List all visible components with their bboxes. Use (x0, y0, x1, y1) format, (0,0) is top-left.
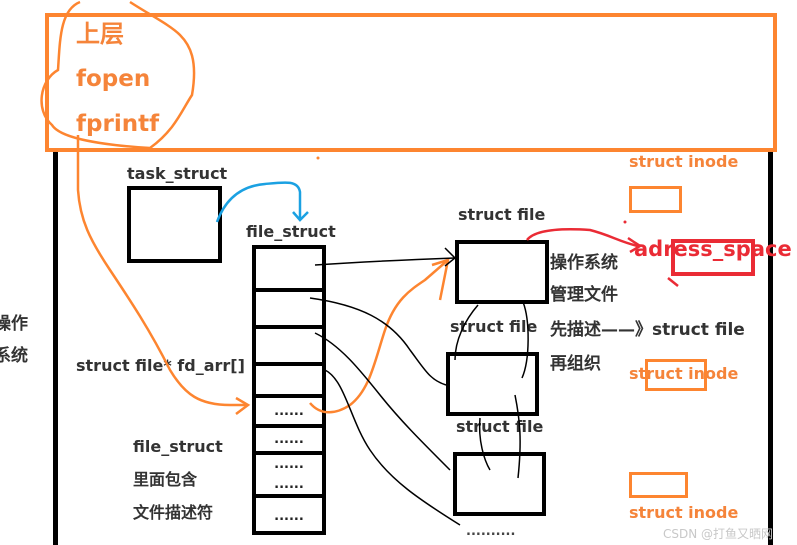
fd-cell-3 (256, 366, 322, 398)
file-link-4-stroke (514, 394, 521, 479)
fd-cell-0 (256, 249, 322, 292)
kernel-left-border (53, 152, 58, 545)
fd-cell-5-dots: ...... (274, 432, 304, 447)
orange-dot (316, 156, 320, 160)
red-dot (623, 220, 627, 224)
fd-cell-6-dots-b: ...... (274, 476, 304, 492)
blue-arrow-stroke (215, 181, 302, 223)
struct-file-box-3 (453, 452, 546, 516)
fprintf-label: fprintf (76, 111, 160, 137)
inode-label-2: struct inode (629, 364, 739, 383)
struct-file-box-2 (446, 352, 539, 416)
pointer-fd0-stroke (314, 257, 456, 266)
file-link-2-stroke (521, 301, 529, 379)
file-struct-note-1: file_struct (133, 437, 223, 456)
task-struct-label: task_struct (127, 164, 228, 183)
blue-arrowhead (292, 211, 309, 222)
fd-cell-6: ...... ...... (256, 455, 322, 498)
inode-box-2 (645, 359, 707, 391)
red-arrowhead (627, 236, 643, 254)
file-link-3-stroke (478, 417, 491, 471)
struct-file-label-3: struct file (456, 417, 544, 436)
os-side-label-1: 操作 (0, 314, 28, 334)
red-arrow-stroke (526, 228, 639, 248)
file-struct-label: file_struct (246, 222, 336, 241)
fopen-label: fopen (76, 66, 151, 92)
inode-box-3 (629, 472, 688, 498)
fd-array-table: ...... ...... ...... ...... ...... (252, 245, 326, 535)
os-note-3: 先描述——》struct file (550, 320, 745, 340)
os-note-2: 管理文件 (550, 285, 618, 305)
orange-fd-to-file-stroke (309, 259, 449, 414)
inode-label-3: struct inode (629, 503, 739, 522)
pointer-fd3-stroke (324, 369, 461, 526)
struct-file-label-1: struct file (458, 205, 546, 224)
orange-circle-stroke (40, 0, 196, 150)
watermark: CSDN @打鱼又晒网 (663, 527, 774, 541)
upper-layer-title: 上层 (76, 20, 124, 48)
pointer-fd2-stroke (314, 332, 451, 471)
pointer-fd0-head (444, 247, 457, 267)
os-note-4: 再组织 (550, 354, 601, 374)
fd-cell-5: ...... (256, 428, 322, 455)
task-struct-box (127, 186, 222, 263)
file-struct-note-2: 里面包含 (133, 470, 198, 489)
orange-call-path-stroke (76, 135, 246, 407)
fd-array-label: struct file* fd_arr[] (76, 356, 245, 375)
fd-cell-4: ...... (256, 398, 322, 428)
file-link-1-stroke (454, 304, 479, 361)
fd-cell-7-dots: ...... (274, 509, 304, 524)
fd-cell-2 (256, 329, 322, 366)
fd-cell-6-dots-a: ...... (274, 457, 304, 473)
os-note-1: 操作系统 (550, 253, 618, 273)
inode-box-1 (629, 186, 682, 213)
os-side-label-2: 系统 (0, 346, 28, 366)
red-tail-stroke (667, 277, 679, 287)
struct-file-tail-dots: .......... (466, 524, 516, 539)
orange-arrowhead-fd (235, 396, 251, 415)
address-space-box (671, 239, 755, 276)
fd-cell-4-dots: ...... (274, 403, 304, 419)
struct-file-label-2: struct file (450, 317, 538, 336)
kernel-right-border (768, 152, 773, 545)
orange-arrowhead-file (431, 258, 450, 301)
fd-cell-1 (256, 292, 322, 329)
struct-file-box-1 (455, 240, 549, 304)
inode-label-1: struct inode (629, 152, 739, 171)
file-struct-note-3: 文件描述符 (133, 503, 214, 522)
pointer-fd1-stroke (309, 297, 447, 386)
fd-cell-7: ...... (256, 498, 322, 535)
